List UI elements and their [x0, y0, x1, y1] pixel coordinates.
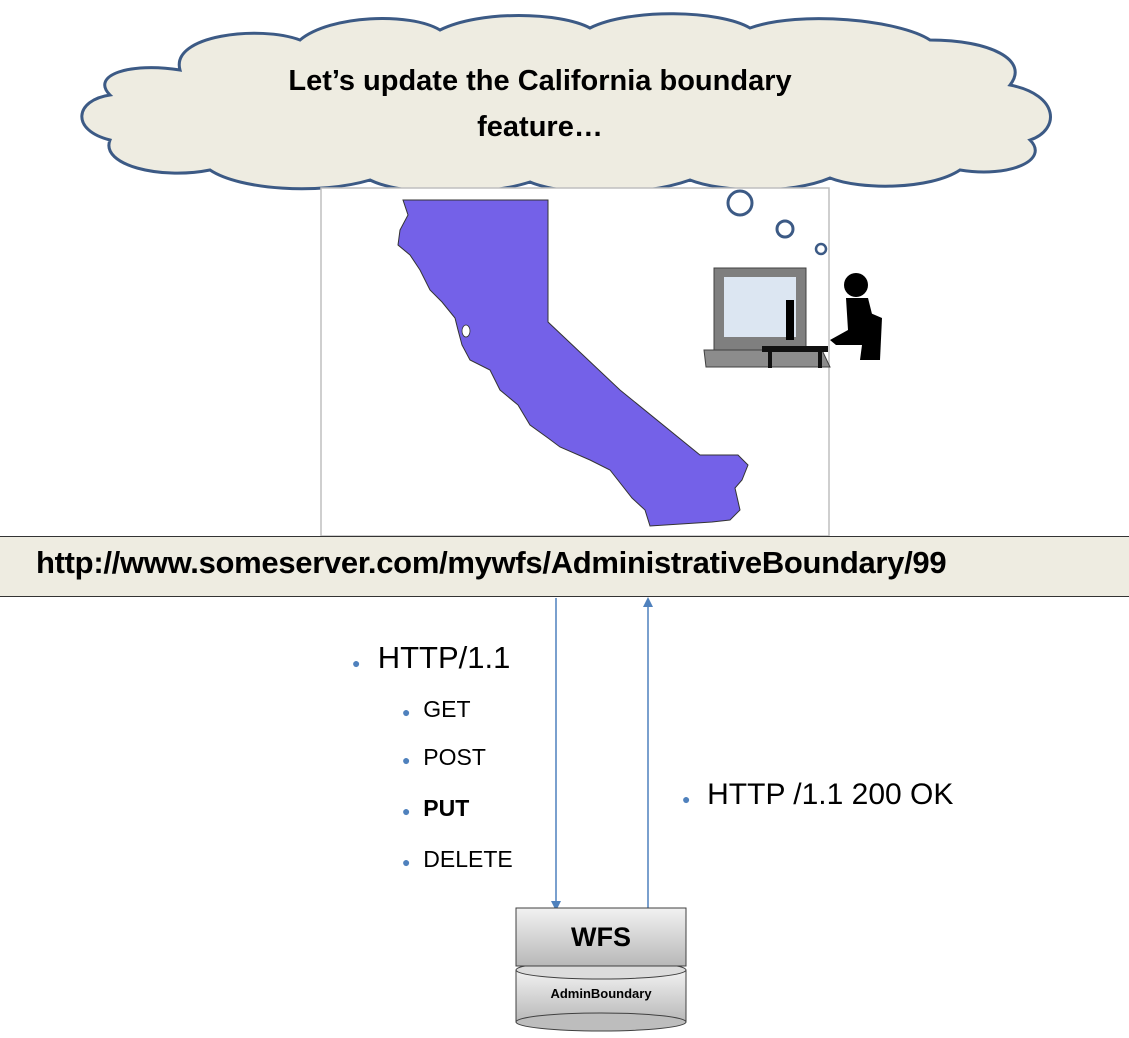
thought-bubble-icon [726, 189, 754, 217]
method-delete: DELETE [423, 846, 513, 872]
bullet-icon: ● [402, 803, 411, 819]
response-status: ● HTTP /1.1 200 OK [682, 778, 953, 812]
sf-bay [461, 324, 471, 338]
bullet-icon: ● [352, 655, 361, 671]
wfs-server-label: WFS [571, 922, 631, 952]
cloud-caption-line1: Let’s update the California boundary [288, 65, 792, 97]
bullet-icon: ● [682, 791, 691, 807]
method-put: PUT [423, 795, 470, 821]
thought-cloud [80, 12, 1052, 195]
method-post: POST [423, 744, 486, 770]
cloud-caption: Let’s update the California boundary fea… [180, 58, 900, 150]
california-boundary[interactable] [397, 199, 749, 527]
method-item: ● POST [402, 744, 486, 771]
database-cylinder-icon[interactable] [515, 907, 687, 1032]
method-item: ● PUT [402, 795, 469, 822]
response-status-label: HTTP /1.1 200 OK [707, 778, 954, 811]
url-bar[interactable] [0, 536, 1129, 597]
method-get: GET [423, 696, 471, 722]
bullet-icon: ● [402, 752, 411, 768]
thought-bubble-icon [775, 219, 795, 239]
thought-bubble-icon [814, 242, 828, 256]
bullet-icon: ● [402, 854, 411, 870]
request-protocol: ● HTTP/1.1 [352, 640, 510, 676]
resource-url[interactable]: http://www.someserver.com/mywfs/Administ… [36, 545, 947, 580]
method-item: ● DELETE [402, 846, 513, 873]
cloud-caption-line2: feature… [477, 111, 603, 143]
request-protocol-label: HTTP/1.1 [377, 640, 511, 675]
user-at-computer-icon [703, 267, 882, 368]
bullet-icon: ● [402, 704, 411, 720]
admin-boundary-store-label: AdminBoundary [550, 986, 652, 1001]
method-item: ● GET [402, 696, 471, 723]
